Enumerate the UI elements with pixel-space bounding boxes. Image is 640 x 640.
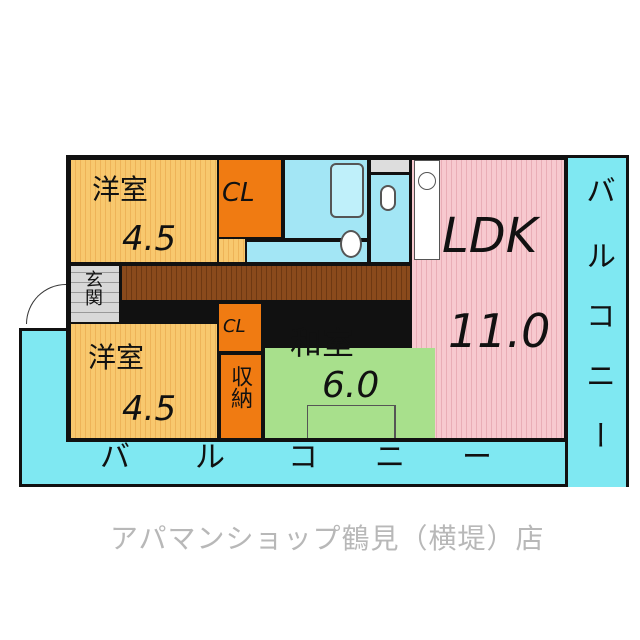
- western-room-top: [71, 160, 217, 262]
- western-bottom-size: 4.5: [122, 389, 177, 429]
- hall-nook: [219, 239, 245, 262]
- balcony-right: [565, 155, 629, 487]
- western-top-size: 4.5: [122, 219, 177, 259]
- entrance: [71, 266, 119, 322]
- balcony-char: ル: [195, 440, 225, 475]
- washbasin: [340, 230, 362, 258]
- hallway: [122, 266, 410, 300]
- balcony-char: バ: [100, 440, 130, 475]
- western-bottom-name: 洋室: [88, 341, 145, 374]
- balcony-char: コ: [580, 300, 615, 330]
- balcony-char: ニ: [580, 360, 615, 390]
- ldk-size: 11.0: [448, 304, 551, 358]
- closet-top-label: CL: [222, 178, 255, 208]
- balcony-char: コ: [288, 440, 318, 475]
- balcony-char: ー: [462, 440, 492, 475]
- balcony-char: ル: [580, 240, 615, 270]
- stove-icon: [418, 172, 436, 190]
- washroom: [247, 242, 367, 262]
- balcony-char: ー: [580, 420, 615, 450]
- balcony-char: ニ: [375, 440, 405, 475]
- closet-top: [219, 160, 281, 237]
- tatami-lines: [307, 405, 395, 438]
- storage-box: [371, 160, 409, 172]
- storage: [221, 355, 261, 438]
- toilet-fixture: [380, 185, 396, 211]
- balcony-char: バ: [580, 175, 615, 205]
- entry-door-swing: [26, 284, 66, 324]
- closet-bottom-label: CL: [223, 316, 246, 337]
- western-top-name: 洋室: [92, 173, 149, 206]
- closet-bottom: [219, 304, 261, 351]
- bathtub: [330, 163, 364, 218]
- entrance-label: 玄関: [82, 270, 103, 306]
- storage-label: 収納: [227, 365, 252, 409]
- japanese-room: [265, 348, 435, 438]
- western-room-bottom: [71, 324, 217, 438]
- watermark: アパマンショップ鶴見（横堤）店: [110, 522, 545, 555]
- japanese-size: 6.0: [322, 365, 380, 406]
- ldk-name: LDK: [442, 208, 538, 264]
- japanese-name: 和室: [290, 324, 355, 362]
- tatami-lines-2: [395, 405, 435, 438]
